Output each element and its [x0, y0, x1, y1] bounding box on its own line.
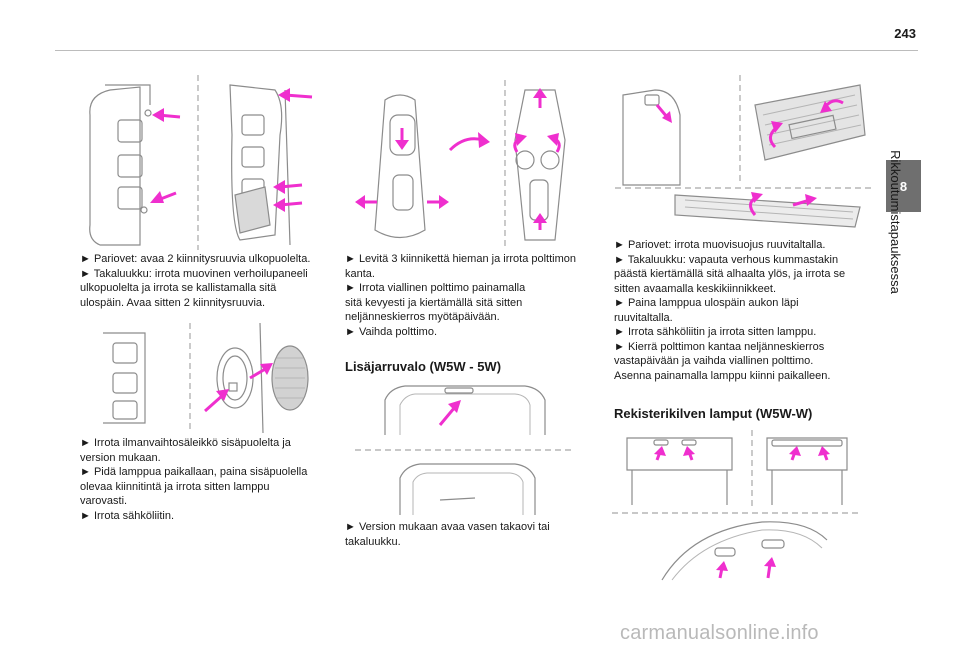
text-line: version mukaan.	[80, 451, 161, 464]
text-line: ulospäin. Avaa sitten 2 kiinnitysruuvia.	[80, 296, 266, 309]
instructions-col2-b: ► Version mukaan avaa vasen takaovi tai …	[345, 520, 595, 549]
text-line: ► Irrota viallinen polttimo painamalla	[345, 282, 526, 294]
chapter-title: Rikkoutumistapauksessa	[888, 150, 903, 294]
section-heading-plate-lights: Rekisterikilven lamput (W5W-W)	[614, 406, 813, 421]
watermark: carmanualsonline.info	[620, 622, 819, 644]
instructions-col1-a: ► Pariovet: avaa 2 kiinnitysruuvia ulkop…	[80, 252, 335, 310]
text-line: ► Kierrä polttimon kantaa neljänneskierr…	[614, 340, 825, 353]
text-line: sitten avaamalla keskikiinnikkeet.	[614, 282, 777, 295]
text-line: ► Takaluukku: vapauta verhous kummastaki…	[614, 253, 839, 266]
illustration-bulb-holder	[345, 80, 585, 250]
text-line: ► Levitä 3 kiinnikettä hieman ja irrota …	[345, 253, 576, 265]
text-line: ► Paina lamppua ulospäin aukon läpi	[614, 297, 799, 309]
text-line: ulkopuolelta ja irrota se kallistamalla …	[80, 282, 277, 294]
text-line: ► Pidä lamppua paikallaan, paina sisäpuo…	[80, 466, 308, 478]
illustration-screws	[80, 75, 330, 250]
instructions-col2-a: ► Levitä 3 kiinnikettä hieman ja irrota …	[345, 252, 595, 339]
instructions-col3: ► Pariovet: irrota muovisuojus ruuvitalt…	[614, 238, 879, 383]
text-line: ► Vaihda polttimo.	[345, 325, 438, 338]
text-line: olevaa kiinnitintä ja irrota sitten lamp…	[80, 480, 270, 493]
text-line: päästä kiertämällä sitä alhaalta ylös, j…	[614, 268, 846, 280]
illustration-vent-grille	[95, 323, 320, 433]
text-line: ► Irrota sähköliitin ja irrota sitten la…	[614, 326, 817, 338]
illustration-cover-panel	[615, 75, 875, 235]
text-line: takaluukku.	[345, 535, 401, 548]
text-line: ► Irrota ilmanvaihtosäleikkö sisäpuolelt…	[80, 437, 291, 449]
text-line: ► Version mukaan avaa vasen takaovi tai	[345, 521, 550, 533]
text-line: ► Irrota sähköliitin.	[80, 509, 175, 522]
text-line: kanta.	[345, 267, 375, 280]
instructions-col1-b: ► Irrota ilmanvaihtosäleikkö sisäpuolelt…	[80, 436, 335, 523]
header-divider	[55, 50, 918, 51]
text-line: ruuvitaltalla.	[614, 311, 673, 324]
text-line: varovasti.	[80, 495, 128, 507]
text-line: vastapäivään ja vaihda viallinen polttim…	[614, 355, 814, 367]
illustration-rear-door	[345, 380, 585, 515]
page-number: 243	[894, 26, 916, 41]
section-heading-brake-light: Lisäjarruvalo (W5W - 5W)	[345, 359, 502, 374]
text-line: Asenna painamalla lamppu kiinni paikalle…	[614, 369, 831, 382]
text-line: ► Pariovet: irrota muovisuojus ruuvitalt…	[614, 239, 826, 251]
chapter-tab[interactable]: 8	[886, 160, 921, 212]
text-line: ► Pariovet: avaa 2 kiinnitysruuvia ulkop…	[80, 253, 311, 265]
text-line: sitä kevyesti ja kiertämällä sitä sitten	[345, 296, 523, 309]
text-line: ► Takaluukku: irrota muovinen verhoilupa…	[80, 267, 308, 280]
text-line: neljänneskierros myötäpäivään.	[345, 311, 500, 323]
illustration-plate-lamps	[612, 430, 860, 585]
